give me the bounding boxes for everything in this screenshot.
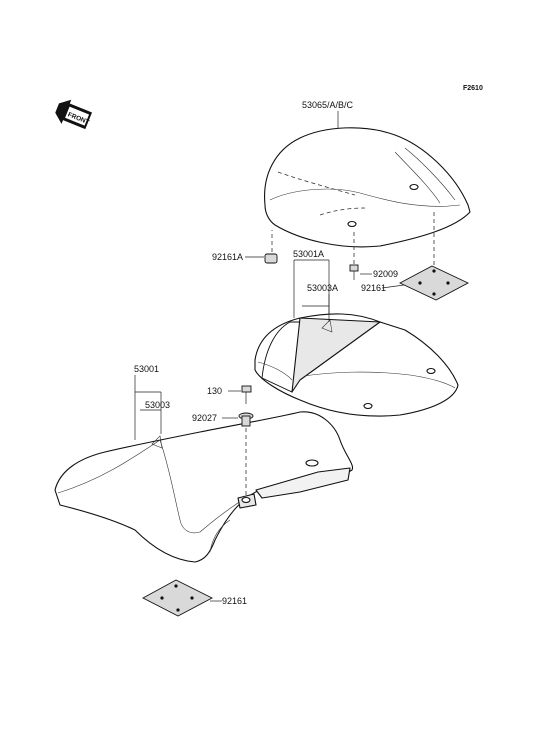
pad-92161A (264, 253, 278, 264)
pad-92161-lower (142, 579, 213, 617)
label-53003: 53003 (145, 400, 170, 410)
bolt-130 (241, 385, 252, 404)
label-92161A: 92161A (212, 252, 243, 262)
label-53001: 53001 (134, 364, 159, 374)
bolt-92009 (349, 264, 359, 280)
front-seat-53001 (54, 411, 354, 563)
label-130: 130 (207, 386, 222, 396)
front-arrow-icon: FRONT (55, 99, 93, 130)
collar-92027 (238, 412, 254, 427)
label-92161-lower: 92161 (222, 596, 247, 606)
label-53003A: 53003A (307, 283, 338, 293)
figure-code: F2610 (463, 85, 483, 92)
label-92009: 92009 (373, 269, 398, 279)
seat-cowl-53065 (264, 127, 471, 248)
label-53001A: 53001A (293, 249, 324, 259)
label-92027: 92027 (192, 413, 217, 423)
rear-seat-53001A (254, 313, 459, 417)
pad-92161-upper (398, 265, 470, 301)
label-53065: 53065/A/B/C (302, 100, 354, 110)
label-92161-upper: 92161 (361, 283, 386, 293)
